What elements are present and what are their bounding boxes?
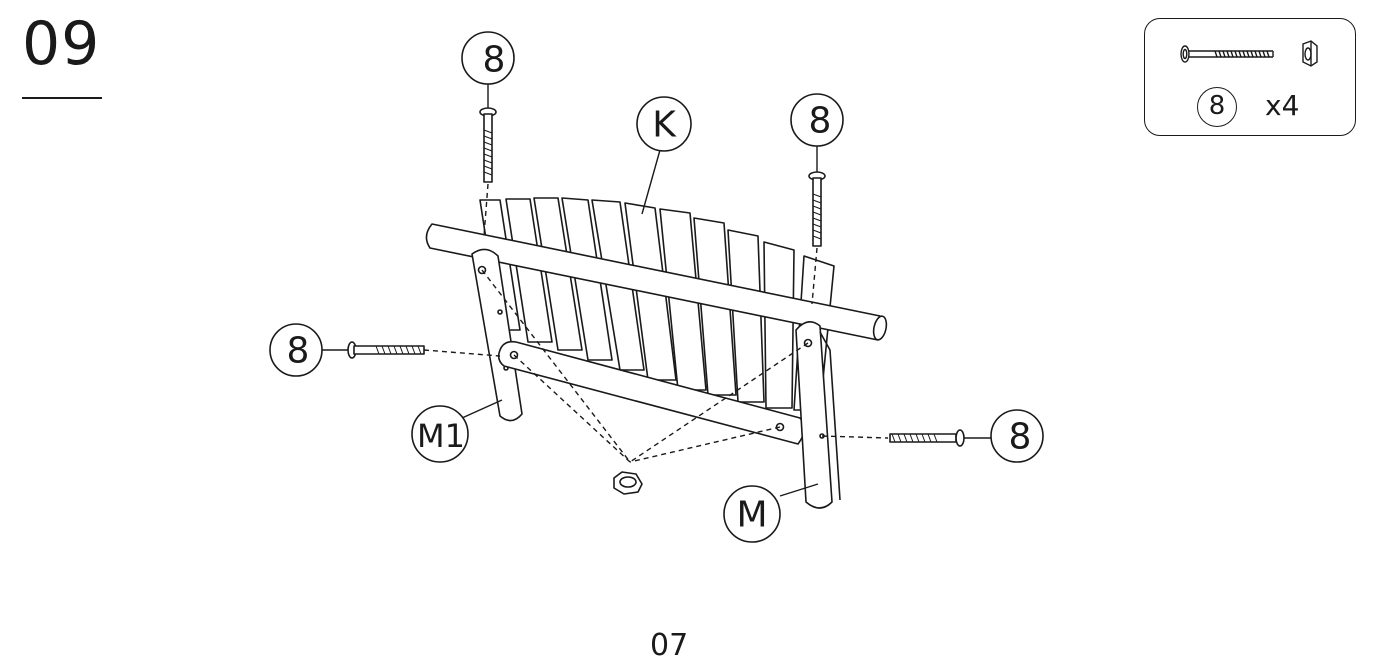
label-left-arm: M1 xyxy=(417,417,465,455)
right-arm-edge xyxy=(819,331,841,501)
label-bolt-top-left: 8 xyxy=(483,40,506,81)
bolt-top-right xyxy=(808,171,826,247)
right-arm-m xyxy=(795,321,833,509)
step-underline xyxy=(22,97,102,99)
callout-bolt-top-right xyxy=(790,93,844,147)
bolt-top-left xyxy=(479,107,497,183)
hardware-legend: 8 x4 xyxy=(1144,18,1356,136)
callout-right-arm xyxy=(723,485,781,543)
callout-bolt-left xyxy=(269,323,323,377)
nut-icon xyxy=(1302,40,1318,67)
label-backrest: K xyxy=(652,105,677,146)
hardware-callout: 8 xyxy=(1197,87,1237,127)
top-rail xyxy=(425,223,888,341)
callout-backrest xyxy=(636,96,692,152)
callout-left-arm xyxy=(411,405,469,463)
bolt-threads xyxy=(375,129,938,443)
label-right-arm: M xyxy=(736,495,767,536)
assembly-diagram: 8 8 8 8 K M1 M xyxy=(269,31,1044,543)
callout-bolt-right xyxy=(990,409,1044,463)
label-bolt-right: 8 xyxy=(1009,417,1032,458)
bolt-right xyxy=(889,429,965,447)
hardware-quantity: x4 xyxy=(1265,89,1300,122)
callout-bolt-top-left xyxy=(461,31,515,85)
leader-lines xyxy=(322,84,992,497)
nut-part xyxy=(613,471,643,495)
bolt-left xyxy=(347,341,425,359)
assembly-guide-lines xyxy=(423,183,889,463)
step-number: 09 xyxy=(22,9,101,79)
label-bolt-left: 8 xyxy=(287,331,310,372)
bolt-icon xyxy=(1180,45,1274,63)
left-arm-m1 xyxy=(471,248,523,422)
hardware-drawing xyxy=(1180,40,1318,67)
label-bolt-top-right: 8 xyxy=(809,101,832,142)
